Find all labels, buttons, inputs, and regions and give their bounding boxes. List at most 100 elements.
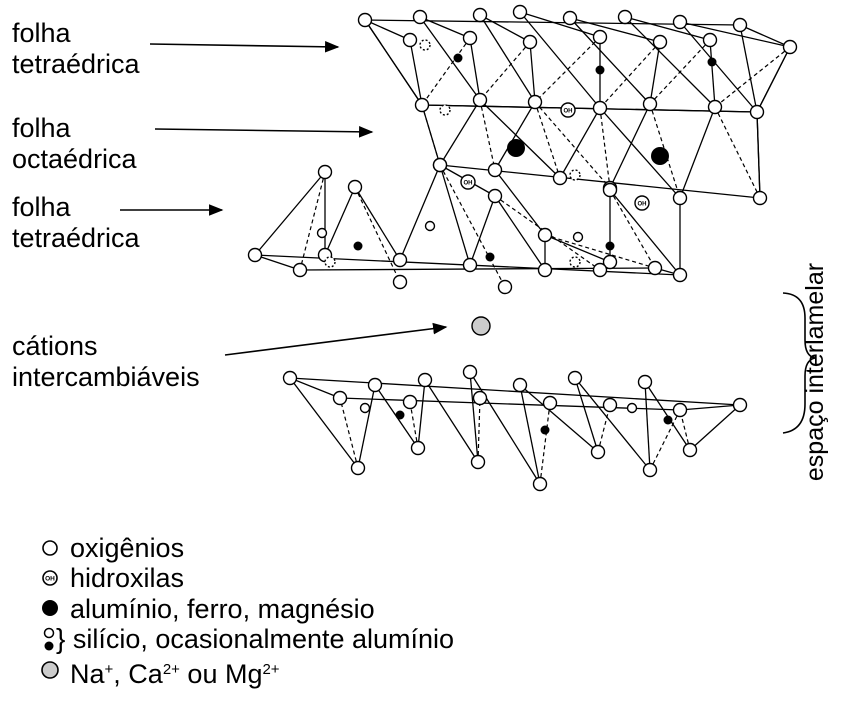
oxygen-atom xyxy=(474,9,487,22)
oxygen-atom xyxy=(474,392,487,405)
oxygen-atom xyxy=(554,172,567,185)
oxygen-atom xyxy=(414,11,427,24)
oxygen-atom xyxy=(592,446,605,459)
oxygen-atom xyxy=(544,397,557,410)
silicon-atom xyxy=(426,222,435,231)
oxygen-atom xyxy=(420,40,430,50)
legend-hydroxyl: hidroxilas xyxy=(70,563,184,593)
oxygen-atom xyxy=(604,399,617,412)
silicon-atom xyxy=(708,58,717,67)
oxygen-atom xyxy=(684,444,697,457)
oxygen-atom xyxy=(619,11,632,24)
oxygen-atom xyxy=(394,254,407,267)
oxygen-atom xyxy=(464,259,477,272)
label-tetra-bottom-line2: tetraédrica xyxy=(12,223,140,254)
oxygen-atom xyxy=(594,264,607,277)
oxygen-atom xyxy=(334,392,347,405)
legend-silicon-text: silício, ocasionalmente alumínio xyxy=(73,624,454,654)
legend-cation: Na+, Ca2+ ou Mg2+ xyxy=(70,655,280,689)
bond-lines xyxy=(255,12,790,484)
oh-circle-icon: OH xyxy=(43,571,57,585)
silicon-atom xyxy=(454,54,463,63)
filled-circle-icon xyxy=(42,600,58,616)
oxygen-atom xyxy=(294,264,307,277)
silicon-atom xyxy=(574,233,583,242)
oxygen-atom xyxy=(489,190,502,203)
label-cations-line1: cátions xyxy=(12,331,200,362)
oxygen-atom xyxy=(594,102,607,115)
cation-mg: ou Mg xyxy=(180,659,263,689)
cation-ca-charge: 2+ xyxy=(163,661,180,678)
legend-silicon: } silício, ocasionalmente alumínio xyxy=(56,624,454,654)
oxygen-atom xyxy=(534,478,547,491)
cation-na-charge: + xyxy=(105,661,114,678)
oxygen-atom xyxy=(524,36,537,49)
arrow-cations xyxy=(225,327,446,355)
oxygen-atom xyxy=(325,257,335,267)
oxygen-atom xyxy=(472,456,485,469)
oxygen-atom xyxy=(569,372,582,385)
oxygen-atom xyxy=(404,34,417,47)
label-octa: folha octaédrica xyxy=(12,113,137,175)
oxygen-atom xyxy=(751,106,764,119)
oxygen-atom xyxy=(754,192,767,205)
label-tetra-top-line1: folha xyxy=(12,18,140,49)
silicon-atom xyxy=(396,411,405,420)
oxygen-atom xyxy=(570,170,580,180)
oxygen-atom xyxy=(359,14,372,27)
label-tetra-bottom: folha tetraédrica xyxy=(12,192,140,254)
oxygen-atom xyxy=(349,181,362,194)
svg-text:OH: OH xyxy=(45,576,55,583)
label-cations-line2: intercambiáveis xyxy=(12,362,200,393)
cation-mg-charge: 2+ xyxy=(262,661,279,678)
oxygen-atom xyxy=(404,396,417,409)
oxygen-atom xyxy=(674,269,687,282)
silicon-atom xyxy=(541,426,550,435)
label-octa-line1: folha xyxy=(12,113,137,144)
hydroxyl-label: OH xyxy=(638,201,647,207)
oxygen-atom xyxy=(514,379,527,392)
label-arrows xyxy=(120,44,446,355)
oxygen-atom xyxy=(284,372,297,385)
silicon-atom xyxy=(664,416,673,425)
oxygen-atom xyxy=(394,276,407,289)
oxygen-atom xyxy=(474,94,487,107)
oxygen-atom xyxy=(639,376,652,389)
oxygen-atom xyxy=(412,442,425,455)
exchangeable-cation xyxy=(472,317,490,335)
oxygen-atom xyxy=(784,41,797,54)
oxygen-atom xyxy=(644,98,657,111)
oxygen-atom xyxy=(570,257,580,267)
oxygen-atom xyxy=(499,281,512,294)
hydroxyl-label: OH xyxy=(464,180,473,186)
oxygen-atom xyxy=(489,164,502,177)
oxygen-atom xyxy=(352,462,365,475)
legend-icons: OH xyxy=(40,535,70,695)
silicon-atom xyxy=(596,66,605,75)
oxygen-atom xyxy=(416,99,429,112)
silicon-atom xyxy=(486,253,495,262)
arrow-tetra-top xyxy=(150,44,338,47)
oxygen-atom xyxy=(594,31,607,44)
silicon-atom xyxy=(628,404,637,413)
oxygen-atom xyxy=(369,379,382,392)
oxygen-atom xyxy=(604,184,617,197)
metal-atom xyxy=(507,139,525,157)
gray-circle-icon xyxy=(42,662,58,678)
arrow-octa xyxy=(155,129,372,132)
cation-na: Na xyxy=(70,659,105,689)
cation-ca: , Ca xyxy=(113,659,163,689)
oxygen-atom xyxy=(464,32,477,45)
silicon-atom xyxy=(361,404,370,413)
oxygen-atom xyxy=(529,96,542,109)
oxygen-atom xyxy=(674,404,687,417)
oxygen-atom xyxy=(249,249,262,262)
oxygen-atom xyxy=(674,16,687,29)
silicon-brace: } xyxy=(56,623,65,654)
oxygen-atom xyxy=(704,34,717,47)
oxygen-atom xyxy=(674,192,687,205)
oxygen-atom xyxy=(434,159,447,172)
open-circle-icon xyxy=(43,541,57,555)
silicon-atom xyxy=(354,242,363,251)
